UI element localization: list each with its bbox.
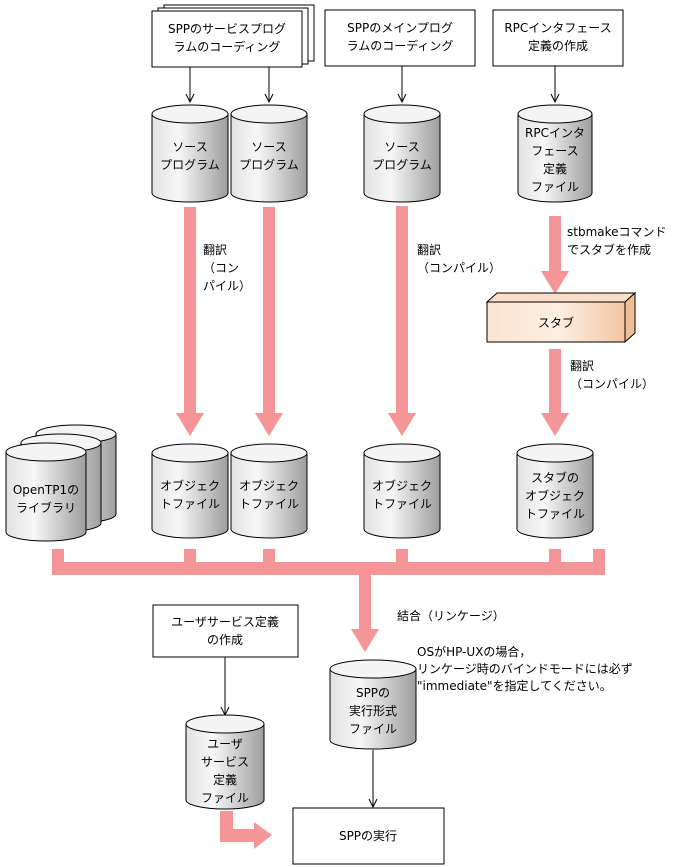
user-service-def-file-line-3: 定義 xyxy=(213,772,237,787)
label-linkage: 結合（リンケージ） xyxy=(397,608,505,623)
label-stbmake: stbmakeコマンド でスタブを作成 xyxy=(567,225,667,257)
source-program-1-line-2: プログラム xyxy=(160,158,220,172)
label-compile-mid: 翻訳 （コンパイル） xyxy=(417,242,501,275)
source-program-1-line-1: ソース xyxy=(172,140,207,154)
exec-file-to-exec-arrow xyxy=(368,750,378,809)
object-file-3-line-1: オブジェク xyxy=(372,478,432,493)
compile-arrow-1 xyxy=(176,207,204,436)
hpux-note-line-2: リンケージ時のバインドモードには必ず xyxy=(417,662,633,676)
hpux-note-line-3: "immediate"を指定してください。 xyxy=(417,678,612,693)
source-program-3-line-1: ソース xyxy=(384,140,419,154)
label-compile-stub: 翻訳 （コンパイル） xyxy=(570,358,654,391)
user-service-def-file-line-1: ユーザ xyxy=(207,737,243,751)
user-def-to-file-arrow xyxy=(220,657,230,717)
cylinder-source-program-2: ソース プログラム xyxy=(230,104,308,203)
stub-object-file-line-3: トファイル xyxy=(525,507,585,521)
main-coding-to-source-arrow xyxy=(397,66,407,104)
box-rpc-if-def: RPCインタフェース 定義の作成 xyxy=(492,9,624,67)
cylinder-opentp1-library: OpenTP1の ライブラリ xyxy=(5,424,117,542)
rpc-if-def-line-1: RPCインタフェース xyxy=(504,21,611,35)
opentp1-library-line-2: ライブラリ xyxy=(16,500,76,515)
stbmake-line-2: でスタブを作成 xyxy=(567,242,651,257)
note-hpux: OSがHP-UXの場合， リンケージ時のバインドモードには必ず "immedia… xyxy=(417,644,633,693)
stub-object-file-line-1: スタブの xyxy=(531,470,579,485)
service-def-to-exec-arrow xyxy=(220,811,272,849)
spp-service-coding-line-2: ラムのコーディング xyxy=(174,39,281,54)
rpc-if-def-file-line-4: ファイル xyxy=(531,180,579,194)
rpc-if-def-line-2: 定義の作成 xyxy=(528,38,588,53)
thin-arrows xyxy=(185,66,560,809)
user-service-def-file-line-4: ファイル xyxy=(201,791,249,805)
cylinder-object-file-3: オブジェク トファイル xyxy=(363,443,441,539)
link-bus xyxy=(52,549,605,652)
object-file-3-line-2: トファイル xyxy=(372,497,432,511)
stbmake-line-1: stbmakeコマンド xyxy=(567,225,667,239)
stub-label: スタブ xyxy=(538,315,574,330)
source-program-2-line-2: プログラム xyxy=(239,158,299,172)
user-service-def-file-line-2: サービス xyxy=(201,755,249,769)
hpux-note-line-1: OSがHP-UXの場合， xyxy=(417,644,531,659)
box-spp-service-coding: SPPのサービスプログ ラムのコーディング xyxy=(151,4,315,68)
spp-exec-file-line-2: 実行形式 xyxy=(349,703,397,718)
rpc-if-def-file-line-3: 定義 xyxy=(543,161,567,176)
compile-mid-line-1: 翻訳 xyxy=(417,242,441,257)
cylinder-stub-object-file: スタブの オブジェク トファイル xyxy=(516,443,594,539)
user-service-def-line-1: ユーザサービス定義 xyxy=(171,614,279,629)
cylinder-rpc-if-def-file: RPCインタ フェース 定義 ファイル xyxy=(517,104,593,203)
spp-exec-label: SPPの実行 xyxy=(339,828,397,843)
spp-main-coding-line-2: ラムのコーディング xyxy=(347,38,454,53)
spp-main-coding-line-1: SPPのメインプログ xyxy=(347,21,453,35)
cylinder-object-file-1: オブジェク トファイル xyxy=(151,443,229,539)
user-service-def-line-2: の作成 xyxy=(207,633,243,647)
rpc-if-def-file-line-1: RPCインタ xyxy=(525,126,585,140)
object-file-2-line-2: トファイル xyxy=(239,497,299,511)
source-program-3-line-2: プログラム xyxy=(372,158,432,172)
compile-arrow-2 xyxy=(255,207,283,436)
object-file-1-line-2: トファイル xyxy=(160,497,220,511)
cylinder-user-service-def-file: ユーザ サービス 定義 ファイル xyxy=(185,714,265,810)
rpc-def-to-file-arrow xyxy=(550,66,560,104)
source-program-2-line-1: ソース xyxy=(251,140,286,154)
compile-left-line-2: （コン xyxy=(203,261,239,275)
cylinder-spp-exec-file: SPPの 実行形式 ファイル xyxy=(329,659,417,750)
box-stub: スタブ xyxy=(485,291,637,344)
rpc-if-def-file-line-2: フェース xyxy=(531,144,578,158)
coding-to-source-arrow-1 xyxy=(185,67,195,104)
stub-compile-arrow xyxy=(541,349,569,436)
box-user-service-def: ユーザサービス定義 の作成 xyxy=(152,604,299,658)
compile-stub-line-2: （コンパイル） xyxy=(570,377,654,391)
pink-arrows xyxy=(52,206,605,849)
opentp1-library-line-1: OpenTP1の xyxy=(13,483,79,497)
compile-left-line-1: 翻訳 xyxy=(203,242,227,257)
box-spp-exec: SPPの実行 xyxy=(292,807,445,865)
spp-exec-file-line-1: SPPの xyxy=(356,686,390,700)
label-compile-left: 翻訳 （コン パイル） xyxy=(203,242,251,293)
compile-stub-line-1: 翻訳 xyxy=(570,358,594,373)
stub-object-file-line-2: オブジェク xyxy=(525,488,585,503)
box-spp-main-coding: SPPのメインプログ ラムのコーディング xyxy=(324,9,476,67)
compile-mid-line-2: （コンパイル） xyxy=(417,261,501,275)
object-file-2-line-1: オブジェク xyxy=(239,478,299,493)
coding-to-source-arrow-2 xyxy=(264,67,274,104)
compile-left-line-3: パイル） xyxy=(203,279,251,293)
cylinder-source-program-1: ソース プログラム xyxy=(151,104,229,203)
compile-arrow-3 xyxy=(388,206,416,436)
object-file-1-line-1: オブジェク xyxy=(160,478,220,493)
spp-exec-file-line-3: ファイル xyxy=(349,722,397,736)
cylinder-object-file-2: オブジェク トファイル xyxy=(230,443,308,539)
cylinder-source-program-3: ソース プログラム xyxy=(363,104,441,203)
stbmake-arrow xyxy=(541,216,569,294)
spp-service-coding-line-1: SPPのサービスプログ xyxy=(168,22,286,36)
linkage-label: 結合（リンケージ） xyxy=(397,608,505,623)
